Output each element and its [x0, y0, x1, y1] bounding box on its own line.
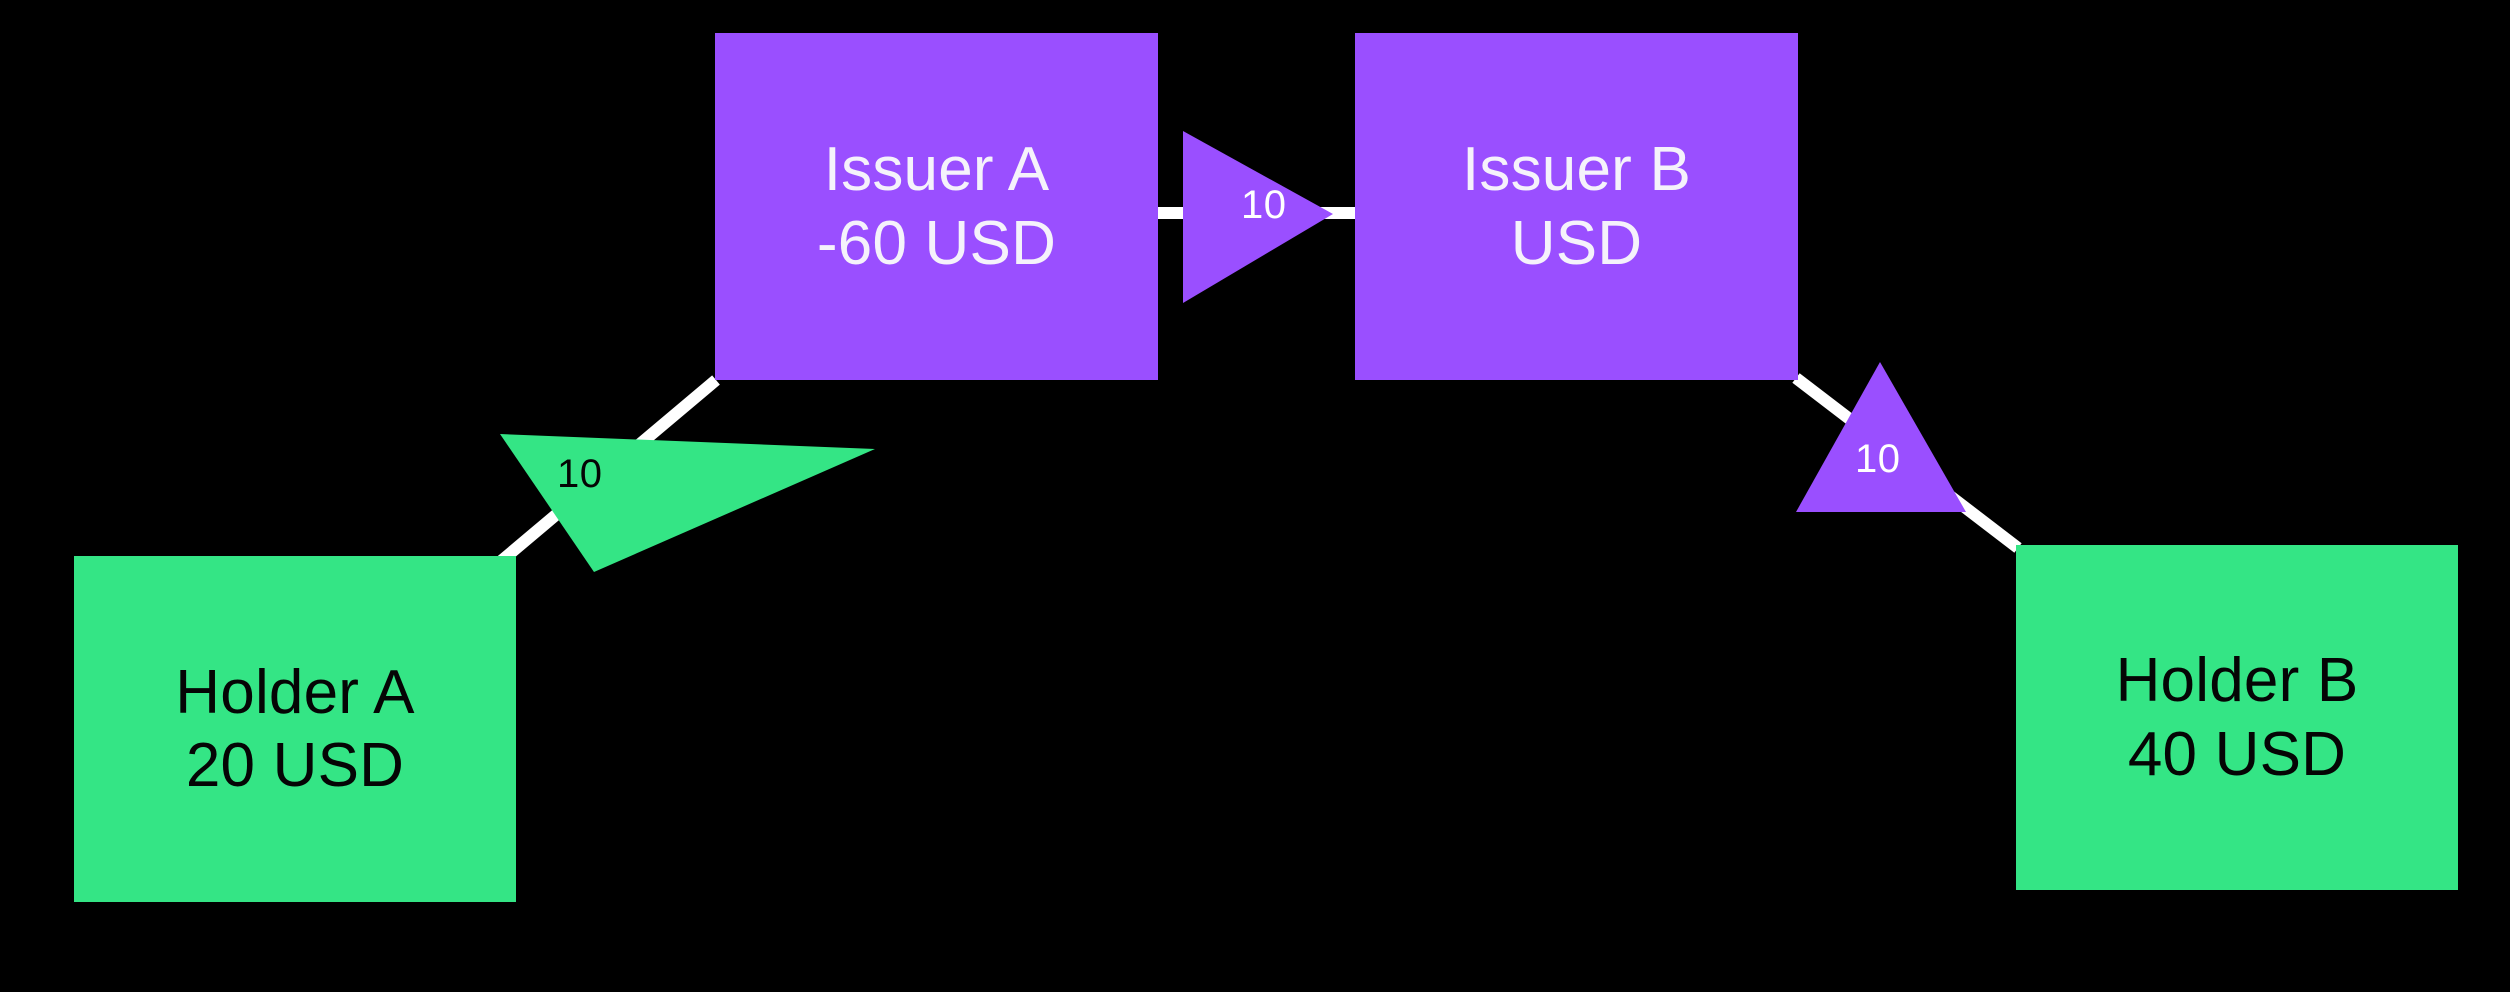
edge-arrowhead-holdera-issuera — [500, 434, 875, 572]
node-holder-a-balance: 20 USD — [185, 731, 405, 800]
node-issuer-a[interactable]: Issuer A -60 USD — [715, 33, 1158, 380]
node-holder-b[interactable]: Holder B 40 USD — [2016, 545, 2458, 890]
node-issuer-b[interactable]: Issuer B USD — [1355, 33, 1798, 380]
edge-holdera-issuera[interactable] — [496, 375, 875, 572]
node-holder-a-name: Holder A — [175, 657, 415, 727]
edge-arrowhead-issuerb-holderb — [1796, 362, 1966, 512]
edge-issuera-issuerb[interactable] — [1158, 131, 1358, 303]
node-issuer-a-name: Issuer A — [823, 135, 1050, 205]
node-holder-b-balance: 40 USD — [2127, 719, 2347, 789]
node-issuer-b-balance: USD — [1510, 208, 1643, 278]
node-holder-b-name: Holder B — [2115, 646, 2359, 716]
edge-arrowhead-issuera-issuerb — [1183, 131, 1333, 303]
node-issuer-a-balance: -60 USD — [816, 208, 1057, 278]
node-holder-a[interactable]: Holder A 20 USD — [74, 556, 516, 902]
node-issuer-b-name: Issuer B — [1461, 135, 1691, 205]
edge-issuerb-holderb[interactable] — [1792, 362, 2022, 553]
